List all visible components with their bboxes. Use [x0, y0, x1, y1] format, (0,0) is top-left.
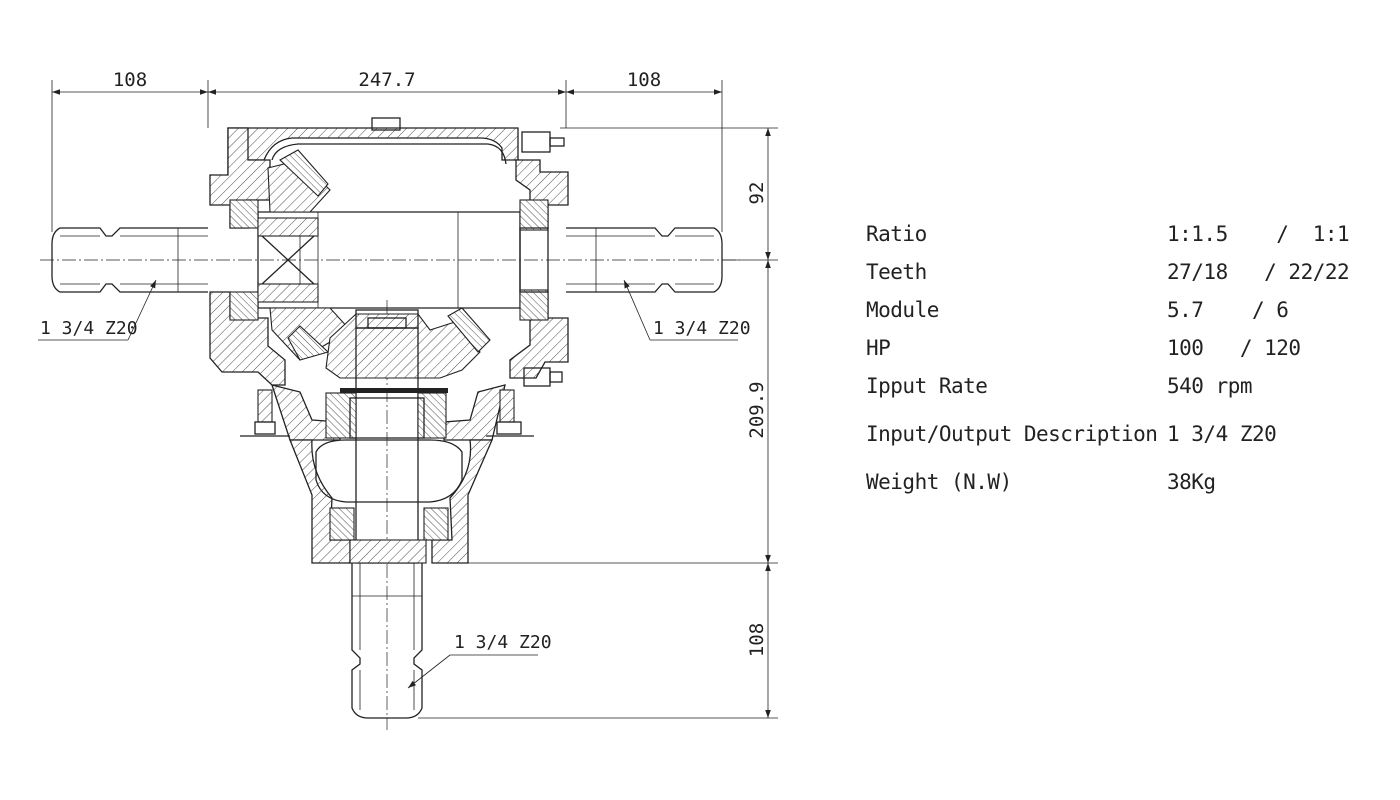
spec-value: 5.7 / 6: [1167, 298, 1289, 322]
spec-row-io-description: Input/Output Description 1 3/4 Z20: [866, 422, 1366, 460]
bottom-shaft-callout: 1 3/4 Z20: [454, 632, 552, 653]
left-shaft-callout: 1 3/4 Z20: [40, 318, 138, 339]
spec-value: 100 / 120: [1167, 336, 1301, 360]
spec-label: HP: [866, 336, 891, 360]
callout-leaders: [38, 279, 738, 689]
vertical-output-shaft: [315, 327, 463, 564]
spec-row-input-rate: Ipput Rate 540 rpm: [866, 374, 1366, 412]
spec-label: Module: [866, 298, 939, 322]
spec-row-module: Module 5.7 / 6: [866, 298, 1366, 336]
spec-value: 540 rpm: [1167, 374, 1253, 398]
spec-label: Ratio: [866, 222, 927, 246]
spec-row-weight: Weight (N.W) 38Kg: [866, 470, 1366, 508]
dim-left-shaft-length: 108: [113, 69, 147, 91]
dimension-lines: [51, 80, 778, 719]
pinion-gear: [325, 307, 491, 379]
right-bearing: [519, 199, 549, 321]
spec-label: Teeth: [866, 260, 927, 284]
spec-value: 38Kg: [1167, 470, 1216, 494]
spec-value: 1:1.5 / 1:1: [1167, 222, 1350, 246]
dim-body-height: 209.9: [746, 381, 768, 438]
left-bearing: [229, 199, 319, 321]
spec-label: Input/Output Description: [866, 422, 1158, 446]
bottom-output-shaft: [351, 563, 423, 719]
right-output-shaft: [566, 227, 723, 293]
dim-housing-width: 247.7: [358, 69, 415, 91]
spec-label: Weight (N.W): [866, 470, 1012, 494]
spec-value: 1 3/4 Z20: [1167, 422, 1277, 446]
spec-table: Ratio 1:1.5 / 1:1 Teeth 27/18 / 22/22 Mo…: [866, 222, 1366, 508]
spec-row-ratio: Ratio 1:1.5 / 1:1: [866, 222, 1366, 260]
right-shaft-callout: 1 3/4 Z20: [653, 318, 751, 339]
spec-label: Ipput Rate: [866, 374, 988, 398]
dim-bottom-shaft-length: 108: [746, 623, 768, 657]
dim-right-shaft-length: 108: [627, 69, 661, 91]
left-input-shaft: [51, 227, 208, 293]
spec-row-teeth: Teeth 27/18 / 22/22: [866, 260, 1366, 298]
bevel-gear-large: [267, 149, 351, 361]
gearbox-housing: [209, 117, 569, 564]
spec-value: 27/18 / 22/22: [1167, 260, 1350, 284]
spec-row-hp: HP 100 / 120: [866, 336, 1366, 374]
dim-top-height: 92: [746, 182, 768, 205]
